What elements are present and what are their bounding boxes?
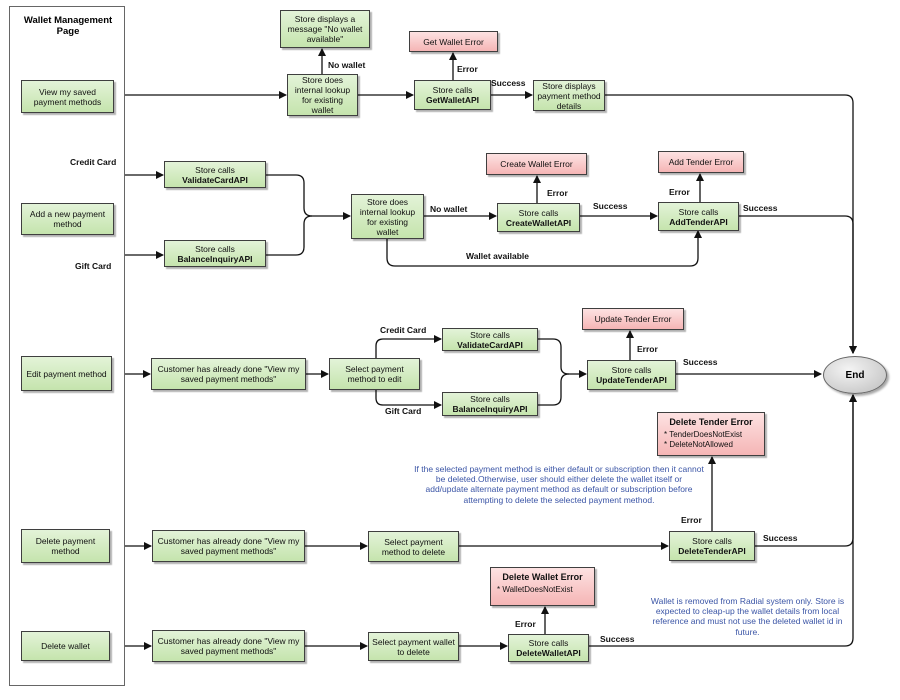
connector	[266, 215, 313, 256]
error-list: * WalletDoesNotExist	[497, 585, 573, 594]
label-no-wallet: No wallet	[430, 204, 468, 214]
label-credit-card: Credit Card	[380, 325, 427, 335]
step-customer-viewed-edit: Customer has already done "View my saved…	[151, 358, 306, 390]
action-view-saved-methods[interactable]: View my saved payment methods	[21, 80, 114, 113]
action-add-payment-method[interactable]: Add a new payment method	[21, 203, 114, 235]
label-credit-card: Credit Card	[70, 157, 117, 167]
error-create-wallet: Create Wallet Error	[486, 153, 587, 175]
step-no-wallet-message: Store displays a message "No wallet avai…	[280, 10, 370, 48]
label-success: Success	[683, 357, 718, 367]
label-success: Success	[593, 201, 628, 211]
connector	[386, 230, 702, 267]
end-node: End	[823, 356, 887, 394]
step-display-details: Store displays payment method details	[533, 80, 605, 111]
label-success: Success	[491, 78, 526, 88]
step-select-delete: Select payment method to delete	[368, 531, 459, 562]
action-edit-payment-method[interactable]: Edit payment method	[21, 356, 112, 391]
label-error: Error	[457, 64, 478, 74]
label-error: Error	[547, 188, 568, 198]
action-delete-payment-method[interactable]: Delete payment method	[21, 529, 110, 563]
error-get-wallet: Get Wallet Error	[409, 31, 498, 52]
error-delete-tender: Delete Tender Error * TenderDoesNotExist…	[657, 412, 765, 456]
connector	[589, 394, 857, 647]
label-gift-card: Gift Card	[385, 406, 422, 416]
connector	[375, 390, 442, 409]
label-gift-card: Gift Card	[75, 261, 112, 271]
step-customer-viewed-delete: Customer has already done "View my saved…	[152, 530, 305, 562]
connector	[266, 174, 351, 220]
label-wallet-available: Wallet available	[466, 251, 529, 261]
error-delete-wallet: Delete Wallet Error * WalletDoesNotExist	[490, 567, 595, 606]
connector	[739, 215, 857, 354]
step-customer-viewed-delete-wallet: Customer has already done "View my saved…	[152, 630, 305, 662]
connector	[755, 394, 857, 547]
error-list: * TenderDoesNotExist * DeleteNotAllowed	[664, 430, 743, 449]
label-success: Success	[743, 203, 778, 213]
label-error: Error	[637, 344, 658, 354]
action-delete-wallet[interactable]: Delete wallet	[21, 631, 110, 661]
step-lookup-wallet-add: Store does internal lookup for existing …	[351, 194, 424, 239]
connector	[538, 373, 570, 406]
step-select-wallet: Select payment wallet to delete	[368, 632, 459, 661]
step-select-edit: Select payment method to edit	[329, 358, 420, 390]
swimlane-title: Wallet Management Page	[23, 15, 113, 37]
label-error: Error	[515, 619, 536, 629]
note-delete-payment-method: If the selected payment method is either…	[414, 464, 704, 505]
step-lookup-wallet: Store does internal lookup for existing …	[287, 74, 358, 116]
note-delete-wallet: Wallet is removed from Radial system onl…	[650, 596, 845, 637]
connector	[375, 335, 442, 358]
connector	[605, 94, 857, 354]
label-error: Error	[681, 515, 702, 525]
label-success: Success	[600, 634, 635, 644]
label-no-wallet: No wallet	[328, 60, 366, 70]
swimlane-wallet-management-page: Wallet Management Page	[9, 6, 125, 686]
label-success: Success	[763, 533, 798, 543]
connector	[538, 338, 587, 378]
error-add-tender: Add Tender Error	[658, 151, 744, 173]
error-update-tender: Update Tender Error	[582, 308, 684, 330]
label-error: Error	[669, 187, 690, 197]
